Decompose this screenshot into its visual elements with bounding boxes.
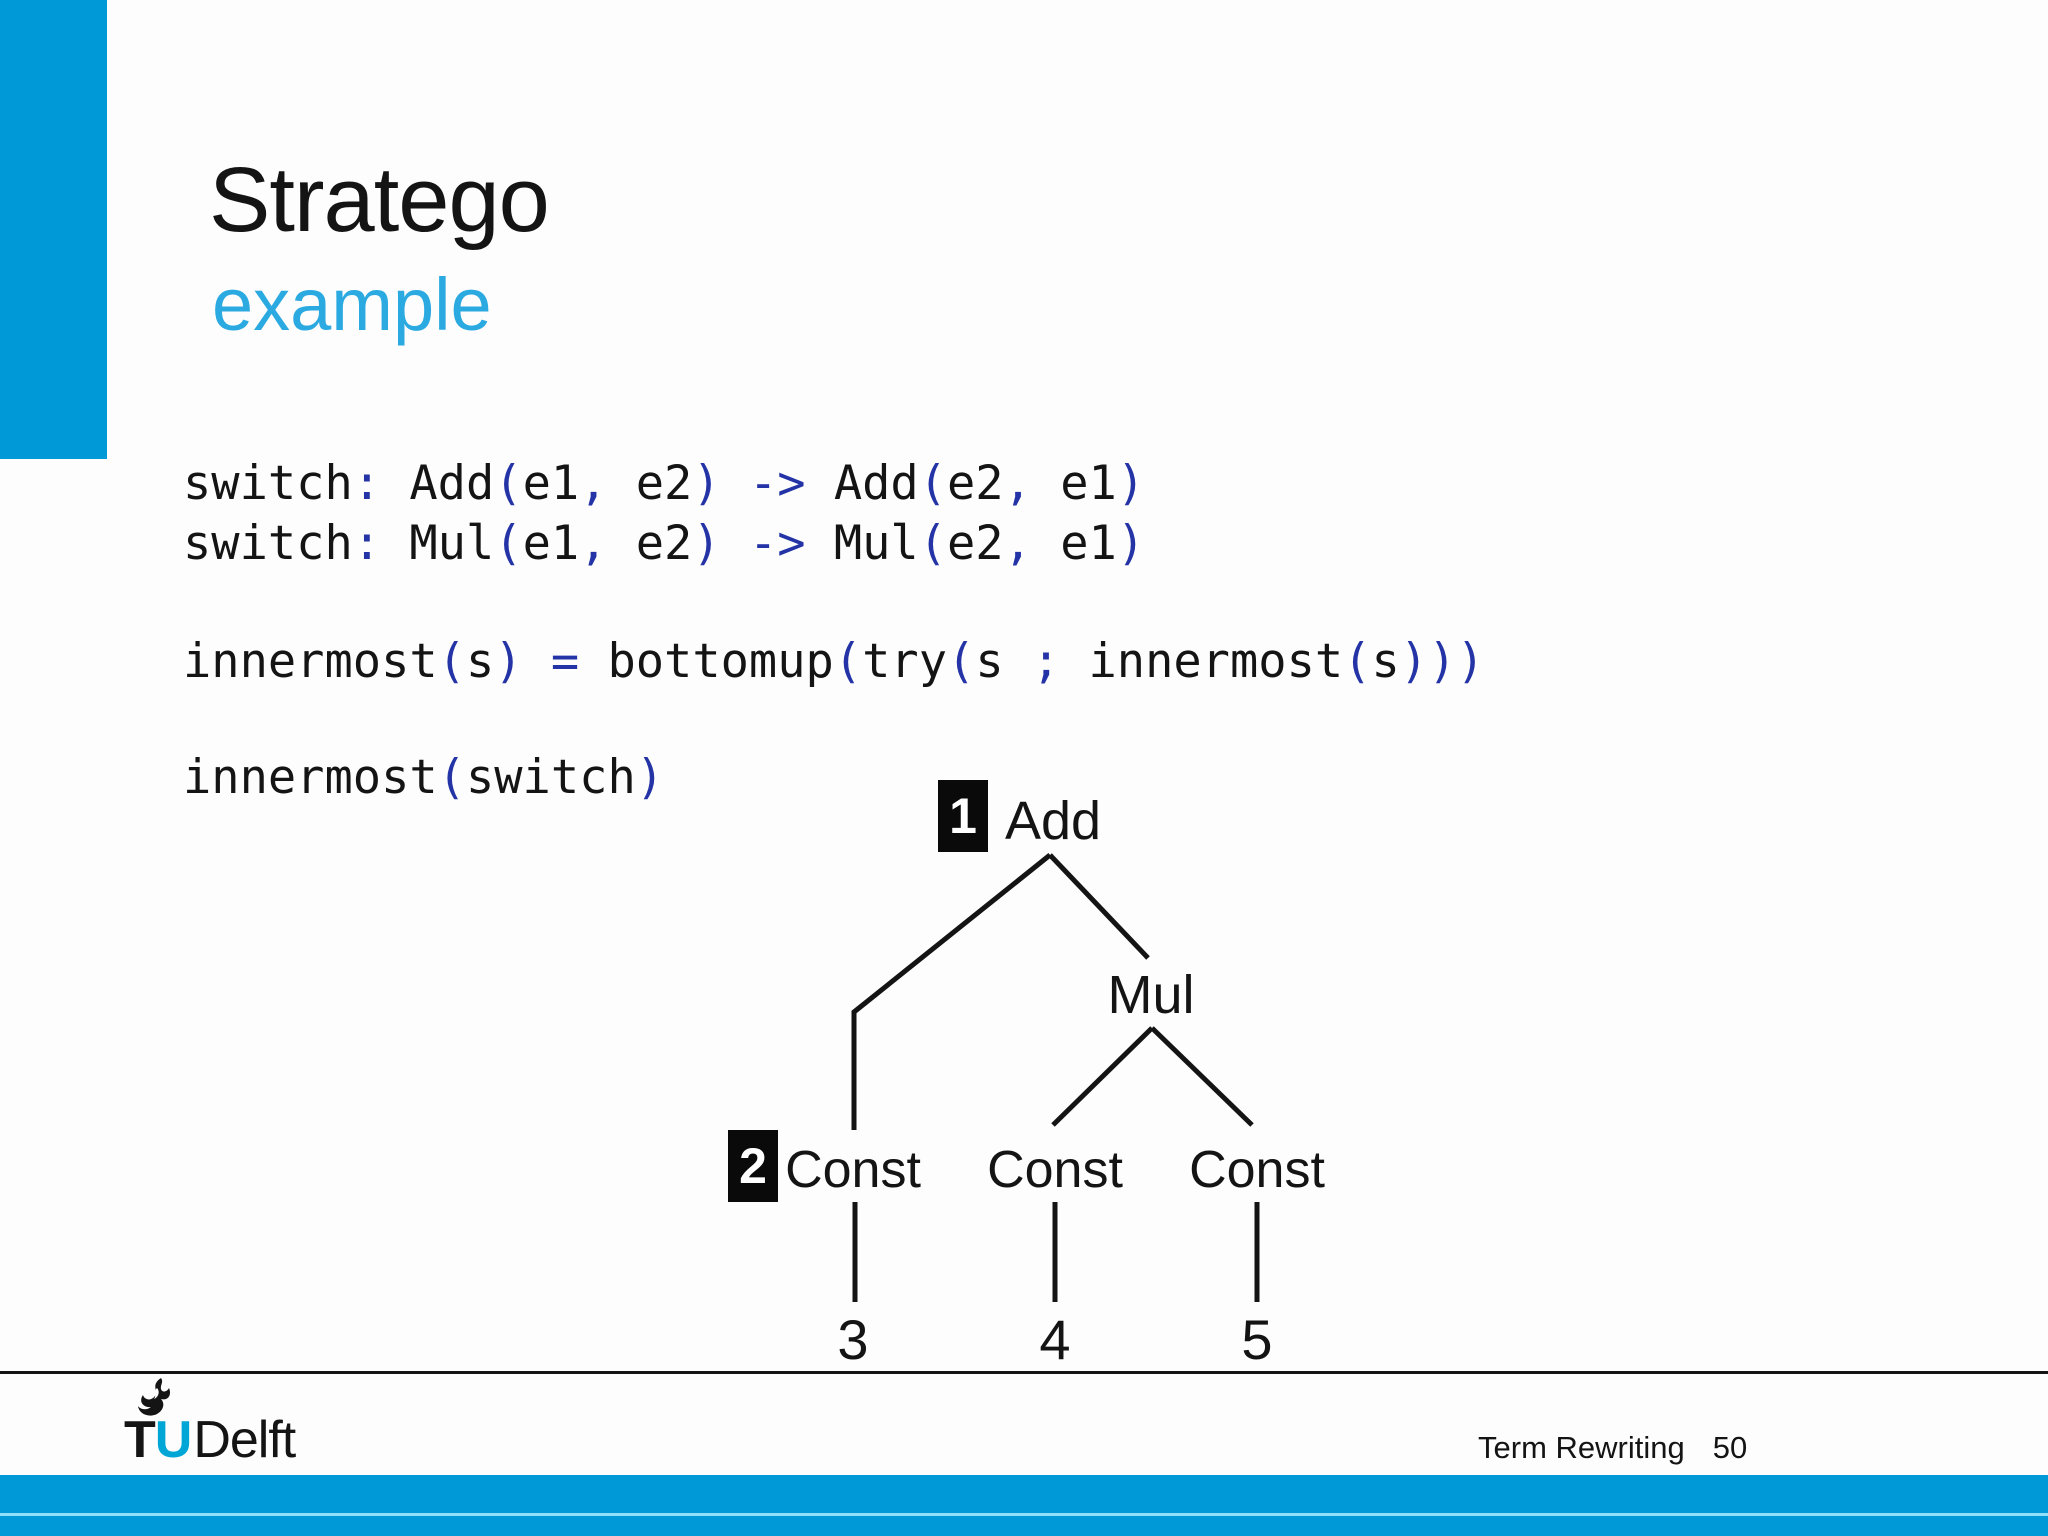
footer-divider-rule: [0, 1371, 2048, 1374]
edge-mul-left: [1051, 1026, 1154, 1127]
tree-node-add: Add: [1005, 791, 1102, 851]
edge-add-mul: [1048, 853, 1150, 960]
step-badge-1: 1: [938, 780, 988, 852]
logo-delft: Delft: [193, 1411, 296, 1469]
tree-node-const-right: Const: [1189, 1141, 1325, 1199]
tree-node-const-left: Const: [785, 1141, 921, 1199]
edge-add-left: [851, 853, 1052, 1130]
left-accent-bar: [0, 0, 107, 459]
logo-letter-t: T: [124, 1411, 156, 1469]
footer-course-label: Term Rewriting: [1478, 1430, 1685, 1465]
tree-node-const-middle: Const: [987, 1141, 1123, 1199]
footer-course-line: Term Rewriting 50: [1478, 1432, 1747, 1463]
edge-mul-right: [1150, 1026, 1254, 1127]
bottom-bar-divider-line: [0, 1513, 2048, 1516]
leaf-value-5: 5: [1241, 1308, 1273, 1371]
flame-icon: [138, 1378, 171, 1416]
code-line-switch-mul: switch: Mul(e1, e2) -> Mul(e2, e1): [183, 516, 1146, 571]
footer-page-number: 50: [1712, 1430, 1748, 1465]
page-subtitle: example: [212, 263, 492, 346]
step-badge-2: 2: [728, 1130, 778, 1202]
tree-node-mul: Mul: [1107, 965, 1195, 1025]
leaf-value-4: 4: [1039, 1308, 1071, 1371]
tudelft-wordmark: TUDelft: [124, 1411, 296, 1469]
code-line-switch-add: switch: Add(e1, e2) -> Add(e2, e1): [183, 456, 1146, 511]
code-line-innermost-call: innermost(switch): [183, 750, 665, 805]
logo-letter-u: U: [154, 1411, 193, 1469]
leaf-value-3: 3: [837, 1308, 869, 1371]
page-title: Stratego: [209, 149, 550, 251]
code-line-innermost-def: innermost(s) = bottomup(try(s ; innermos…: [183, 634, 1485, 689]
bottom-accent-bar: [0, 1475, 2048, 1536]
